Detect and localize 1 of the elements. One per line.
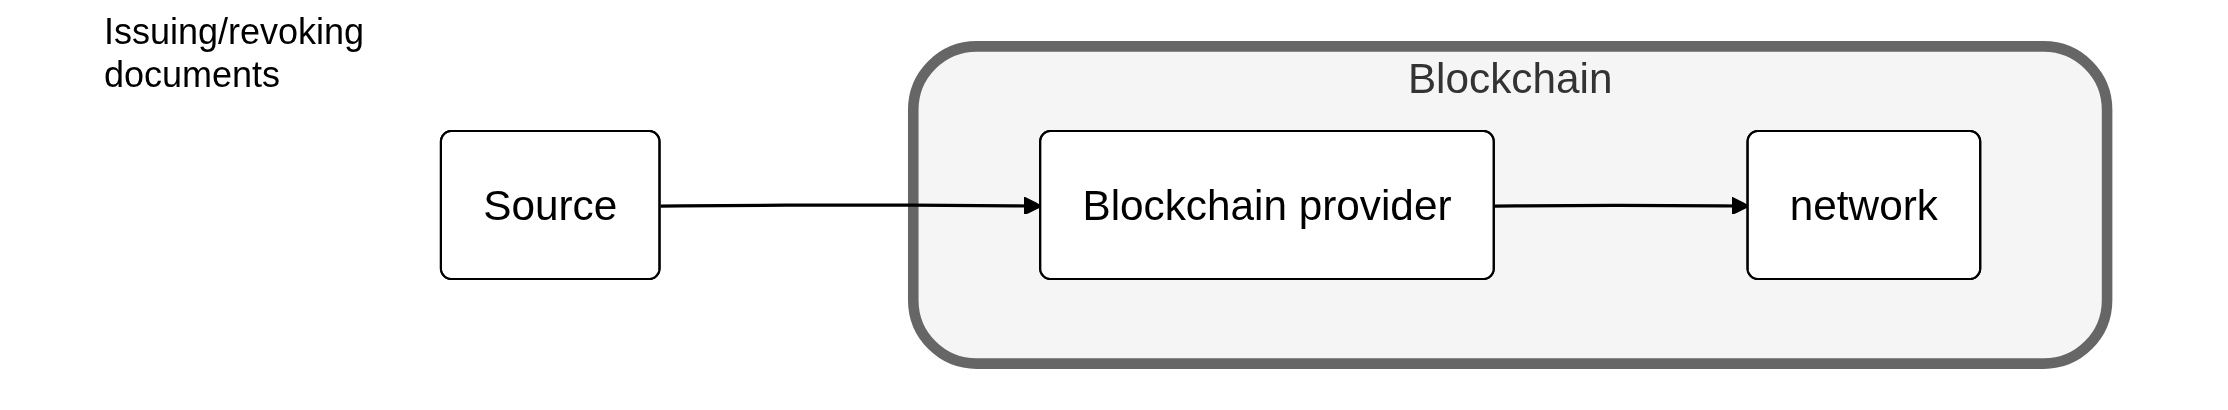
- diagram-title: Issuing/revoking documents: [104, 10, 366, 97]
